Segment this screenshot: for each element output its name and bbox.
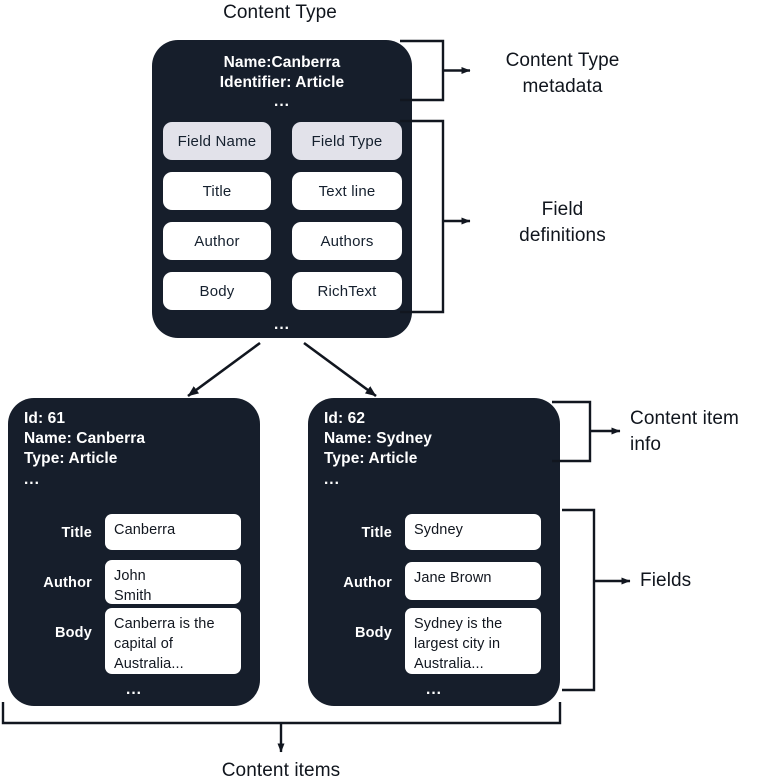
item-62-field-value-title: Sydney: [405, 514, 541, 550]
field-name-header-chip: Field Name: [163, 122, 271, 160]
bottom-caption: Content items: [221, 760, 341, 781]
item-62-field-value-author: Jane Brown: [405, 562, 541, 600]
annotation-field-definitions: Field definitions: [519, 199, 606, 246]
item-62-field-value-body: Sydney is the largest city in Australia.…: [405, 608, 541, 674]
field-type-cell-3: RichText: [292, 272, 402, 310]
content-type-bottom-ellipsis: ...: [274, 316, 290, 333]
item-61-field-label-author: Author: [43, 575, 92, 591]
content-item-info-62: Id: 62 Name: Sydney Type: Article: [324, 410, 433, 467]
field-type-cell-1: Text line: [292, 172, 402, 210]
content-item-info-ellipsis-62: ...: [324, 471, 340, 488]
bracket-fields: [562, 508, 631, 692]
annotation-content-type-metadata: Content Type metadata: [505, 50, 620, 97]
annotation-content-item-info: Content item info: [630, 408, 739, 455]
diagram-title: Content Type: [223, 2, 337, 23]
annotation-fields: Fields: [640, 570, 692, 591]
item-61-field-label-body: Body: [54, 625, 92, 641]
item-62-field-label-title: Title: [361, 525, 392, 541]
field-type-header-chip: Field Type: [292, 122, 402, 160]
content-type-metadata-ellipsis: ...: [274, 93, 290, 110]
field-name-cell-3: Body: [163, 272, 271, 310]
item-62-field-label-body: Body: [354, 625, 392, 641]
arrow-to-content-item-62: [303, 341, 377, 398]
bracket-content-item-info: [552, 400, 621, 463]
content-item-bottom-ellipsis-62: ...: [426, 681, 442, 698]
item-61-field-value-author: John Smith: [105, 560, 241, 604]
content-type-metadata-text: Name:Canberra Identifier: Article: [219, 54, 345, 91]
item-61-field-value-title: Canberra: [105, 514, 241, 550]
arrow-to-content-item-61: [187, 341, 261, 398]
item-61-field-value-body: Canberra is the capital of Australia...: [105, 608, 241, 674]
content-item-bottom-ellipsis-61: ...: [126, 681, 142, 698]
field-type-cell-2: Authors: [292, 222, 402, 260]
item-62-field-label-author: Author: [343, 575, 392, 591]
field-name-cell-2: Author: [163, 222, 271, 260]
content-item-info-61: Id: 61 Name: Canberra Type: Article: [24, 410, 146, 467]
field-name-cell-1: Title: [163, 172, 271, 210]
bracket-content-items: [1, 702, 562, 753]
content-item-info-ellipsis-61: ...: [24, 471, 40, 488]
item-61-field-label-title: Title: [61, 525, 92, 541]
